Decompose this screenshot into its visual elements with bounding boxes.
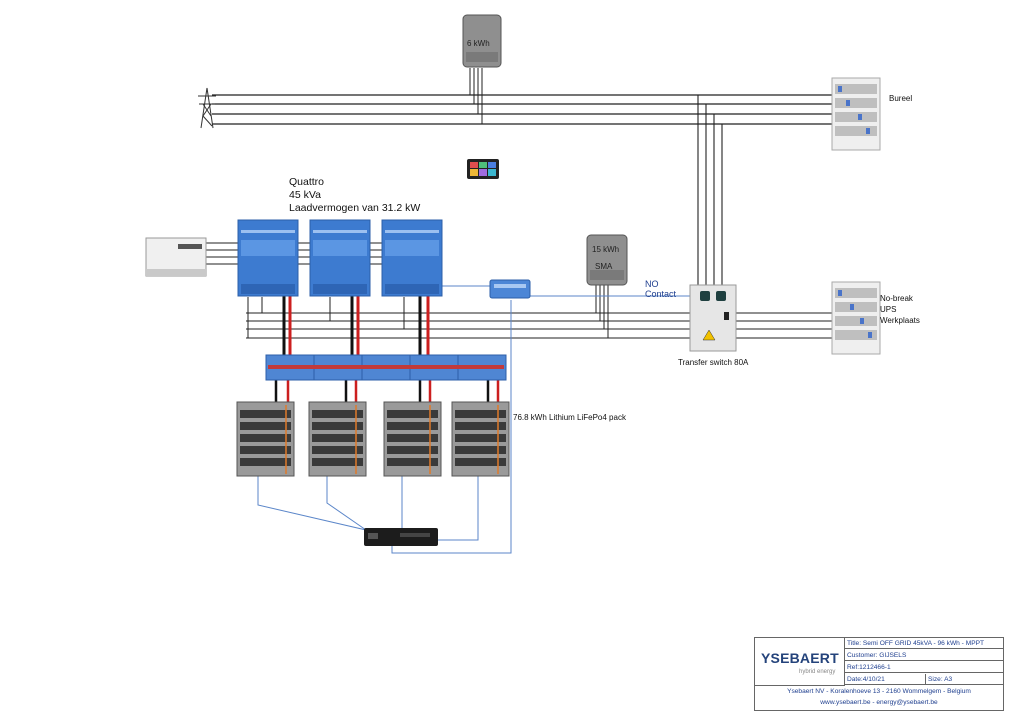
network-hub — [364, 528, 438, 546]
quattro-label-3: Laadvermogen van 31.2 kW — [289, 202, 421, 214]
ref-row: Ref:1212466-1 — [845, 662, 1003, 673]
date-cell: Date:4/10/21 — [845, 674, 925, 685]
inverter-ac-wires — [247, 297, 405, 338]
grid-bus-bottom — [246, 312, 832, 339]
quattro-inverter-1 — [237, 219, 299, 297]
battery-rack-3 — [383, 401, 442, 477]
transfer-switch — [689, 284, 737, 352]
meter-top-wires — [469, 68, 483, 124]
web-line: www.ysebaert.be - energy@ysebaert.be — [820, 699, 938, 706]
customer-row: Customer: GIJSELS — [845, 650, 1003, 661]
distribution-panel-bureel — [831, 77, 881, 151]
title-block: YSEBAERT hybrid energy Title: Semi OFF G… — [754, 637, 1004, 711]
dc-distributor-row — [265, 354, 507, 381]
dc-cables-inverter — [282, 296, 430, 356]
meter-sma-label-2: SMA — [595, 262, 613, 271]
meter-top-label: 6 kWh — [467, 39, 490, 48]
dc-cables-battery — [274, 380, 500, 405]
grid-to-transfer-wires — [697, 95, 723, 290]
grid-bus-top — [212, 94, 832, 125]
energy-meter-sma — [586, 234, 628, 286]
logo-subtext: hybrid energy — [799, 669, 836, 675]
battery-rack-2 — [308, 401, 367, 477]
power-pylon-icon — [198, 87, 216, 129]
battery-rack-4 — [451, 401, 510, 477]
address-line: Ysebaert NV - Koralenhoeve 13 - 2160 Wom… — [787, 688, 971, 695]
battery-pack-label: 76.8 kWh Lithium LiFePo4 pack — [513, 413, 626, 422]
quattro-inverter-3 — [381, 219, 443, 297]
size-cell: Size: A3 — [925, 674, 1003, 685]
battery-rack-1 — [236, 401, 295, 477]
quattro-inverter-2 — [309, 219, 371, 297]
quattro-label-1: Quattro — [289, 176, 325, 188]
distribution-panel-werkplaats — [831, 281, 881, 355]
color-control-display-icon — [467, 159, 499, 179]
company-logo: YSEBAERT hybrid energy — [755, 638, 845, 686]
panel2-label-2: UPS — [880, 305, 897, 314]
meter-sma-label-1: 15 kWh — [592, 245, 620, 254]
bms-device — [489, 279, 531, 299]
title-row: Title: Semi OFF GRID 45kVA - 96 kWh - MP… — [845, 638, 1003, 649]
battery-interconnects — [285, 405, 499, 474]
no-contact-label-1: NO — [645, 279, 659, 289]
meter-sma-wires — [595, 285, 609, 338]
energy-meter-top — [462, 14, 502, 68]
no-contact-label-2: Contact — [645, 289, 677, 299]
logo-text: YSEBAERT — [761, 650, 839, 666]
transfer-switch-label: Transfer switch 80A — [678, 358, 749, 367]
panel2-label-3: Werkplaats — [880, 316, 920, 325]
quattro-label-2: 45 kVa — [289, 189, 321, 201]
panel2-label-1: No-break — [880, 294, 913, 303]
generator-unit — [145, 237, 207, 277]
bureel-label: Bureel — [889, 94, 913, 103]
